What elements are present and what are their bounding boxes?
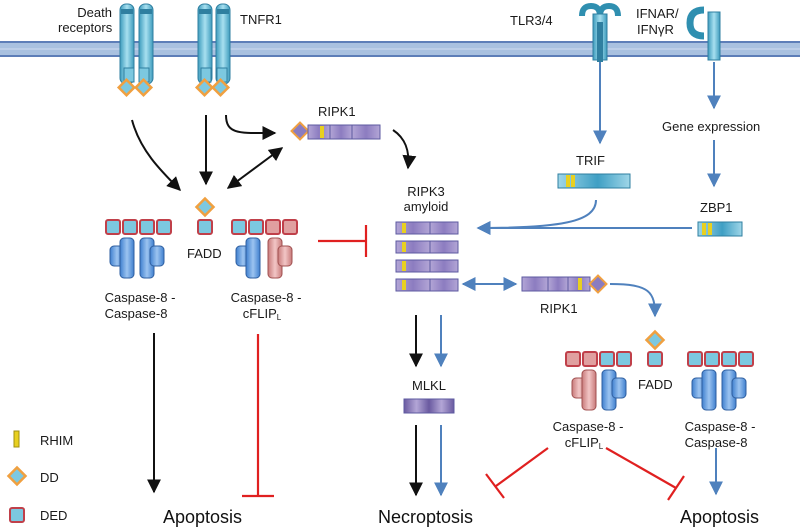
necroptosis-label: Necroptosis — [378, 507, 474, 527]
mlkl-protein — [403, 398, 455, 414]
casp8-casp8-left-label-1: Caspase-8 - — [104, 290, 176, 305]
ripk1-right-label: RIPK1 — [540, 301, 578, 316]
fadd-left-label: FADD — [187, 246, 222, 261]
casp8-cflip-left-label-1: Caspase-8 - — [230, 290, 302, 305]
ded-legend-icon — [9, 507, 25, 523]
death-receptors-label: Death receptors — [58, 5, 113, 35]
inhibit-cflip-apoptosis-right — [605, 447, 677, 489]
legend-dd-label: DD — [40, 470, 59, 485]
black-arrows-left — [131, 114, 423, 497]
dd-legend-icon — [6, 465, 28, 487]
cflip-right-label: cFLIPL — [564, 435, 604, 451]
arrow-ripk1-to-ripk3 — [392, 129, 417, 170]
caspase8-cflip-right-complex — [565, 351, 632, 411]
ripk1-right-protein — [521, 274, 608, 294]
casp8-cflip-right-label-1: Caspase-8 - — [552, 419, 624, 434]
casp8-casp8-left-label-2: Caspase-8 — [104, 306, 168, 321]
blue-arrows — [434, 62, 723, 497]
ifnar-label-1: IFNAR/ — [636, 6, 679, 21]
tlr-receptor-icon — [579, 2, 621, 62]
caspase8-cflip-left-complex — [231, 219, 298, 279]
tlr-label: TLR3/4 — [510, 13, 553, 28]
casp8-casp8-right-label-2: Caspase-8 — [684, 435, 748, 450]
tnfr1-receptor-icon — [194, 3, 231, 98]
ripk3-label-2: amyloid — [403, 199, 449, 214]
fadd-left-protein — [194, 196, 216, 235]
zbp1-protein — [697, 221, 743, 237]
ripk1-top-label: RIPK1 — [318, 104, 356, 119]
arrow-death-receptor-to-fadd — [131, 119, 181, 191]
arrow-ripk1-fadd-bidirectional — [226, 147, 284, 189]
caspase8-caspase8-left-complex — [105, 219, 172, 279]
zbp1-label: ZBP1 — [700, 200, 733, 215]
mlkl-label: MLKL — [412, 378, 446, 393]
trif-protein — [557, 173, 631, 189]
tnfr1-label: TNFR1 — [240, 12, 282, 27]
gene-expression-label: Gene expression — [662, 119, 761, 134]
arrow-trif-to-ripk3 — [476, 199, 597, 235]
rhim-legend-icon — [13, 430, 20, 448]
ifnar-receptor-icon — [686, 6, 721, 61]
ifnar-label-2: IFNγR — [637, 22, 674, 37]
red-inhibition-lines — [242, 225, 685, 501]
ripk3-amyloid-stack — [395, 221, 459, 292]
apoptosis-right-label: Apoptosis — [680, 507, 760, 527]
inhibit-cflip-necroptosis — [495, 447, 549, 487]
fadd-right-label: FADD — [638, 377, 673, 392]
ripk3-label-1: RIPK3 — [407, 184, 445, 199]
trif-label: TRIF — [576, 153, 605, 168]
legend-ded-label: DED — [40, 508, 68, 523]
fadd-right-protein — [644, 329, 666, 367]
legend-rhim-label: RHIM — [40, 433, 74, 448]
arrow-tnfr1-to-ripk1 — [225, 114, 277, 141]
cflip-left-label: cFLIPL — [242, 306, 282, 322]
death-receptor-icon — [116, 3, 154, 98]
apoptosis-left-label: Apoptosis — [163, 507, 243, 527]
legend-icons — [6, 430, 28, 523]
ripk1-top-protein — [290, 121, 381, 141]
caspase8-caspase8-right-complex — [687, 351, 754, 411]
arrow-ripk1-to-fadd-right — [609, 283, 662, 318]
casp8-casp8-right-label-1: Caspase-8 - — [684, 419, 756, 434]
